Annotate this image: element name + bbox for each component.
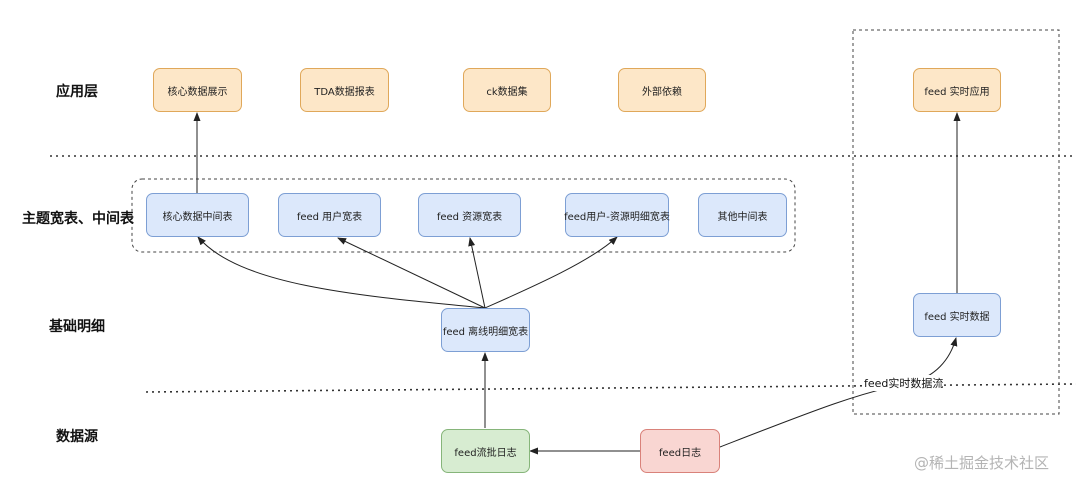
realtime-container — [852, 29, 1060, 415]
edge-offline-to-detail-wide — [484, 236, 618, 309]
edge-offline-to-resource-wide — [468, 237, 486, 309]
edge-label-realtime-stream: feed实时数据流 — [863, 375, 945, 391]
node-feed-user-wide[interactable]: feed 用户宽表 — [278, 193, 381, 237]
node-external-dependency[interactable]: 外部依赖 — [618, 68, 706, 112]
theme-group-container — [131, 178, 796, 253]
node-feed-user-resource-detail-wide[interactable]: feed用户-资源明细宽表 — [564, 193, 670, 237]
node-feed-log[interactable]: feed日志 — [640, 429, 720, 473]
node-feed-realtime-app[interactable]: feed 实时应用 — [913, 68, 1001, 112]
node-feed-resource-wide[interactable]: feed 资源宽表 — [418, 193, 521, 237]
node-core-middle-table[interactable]: 核心数据中间表 — [146, 193, 249, 237]
edge-offline-to-user-wide — [337, 237, 486, 309]
layer-label-application: 应用层 — [56, 84, 98, 100]
layer-label-base: 基础明细 — [49, 319, 105, 335]
node-core-data-display[interactable]: 核心数据展示 — [153, 68, 242, 112]
layer-label-theme: 主题宽表、中间表 — [22, 211, 134, 227]
node-tda-report[interactable]: TDA数据报表 — [300, 68, 389, 112]
node-other-middle-table[interactable]: 其他中间表 — [698, 193, 787, 237]
node-feed-batch-log[interactable]: feed流批日志 — [441, 429, 530, 473]
node-feed-realtime-data[interactable]: feed 实时数据 — [913, 293, 1001, 337]
node-ck-dataset[interactable]: ck数据集 — [463, 68, 551, 112]
edge-offline-to-core-middle — [197, 236, 486, 309]
edge-feed-log-to-realtime-data — [719, 337, 958, 448]
node-feed-offline-detail-wide[interactable]: feed 离线明细宽表 — [441, 308, 530, 352]
watermark-text: @稀土掘金技术社区 — [914, 454, 1050, 472]
layer-label-source: 数据源 — [56, 429, 98, 445]
